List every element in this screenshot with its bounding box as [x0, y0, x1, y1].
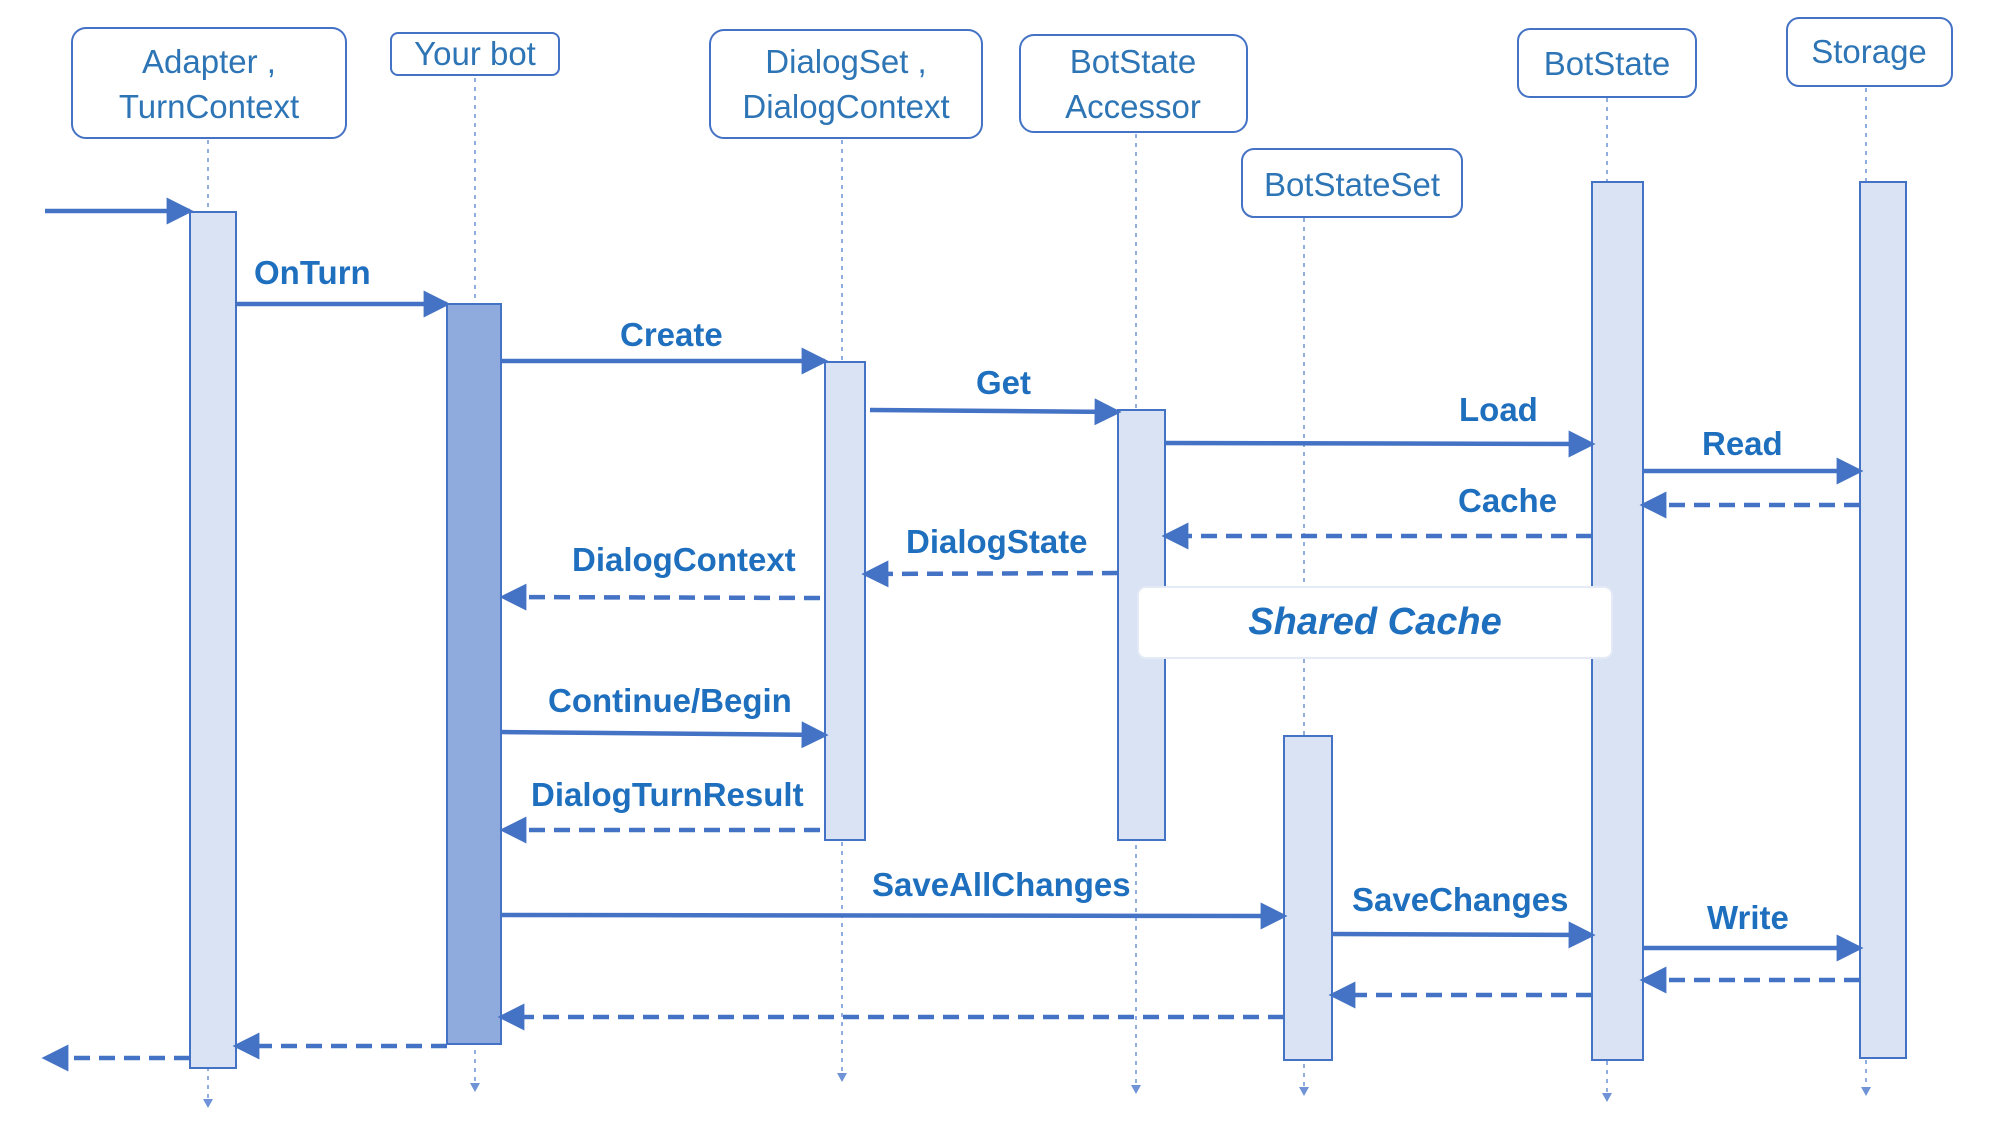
activation-adapter — [189, 211, 237, 1069]
activations — [189, 181, 1907, 1069]
message-savechanges-arrow — [1331, 921, 1596, 949]
message-continue-begin-label: Continue/Begin — [548, 682, 792, 719]
message-write-label: Write — [1707, 899, 1789, 936]
participant-botstate-line1: BotState — [1544, 45, 1671, 82]
participant-bot-line1: Your bot — [414, 35, 536, 72]
message-saveallchanges-arrow — [500, 902, 1288, 930]
message-onturn-label: OnTurn — [254, 254, 371, 291]
shared-cache-label: Shared Cache — [1248, 601, 1501, 643]
message-savechanges-label: SaveChanges — [1352, 881, 1568, 918]
participant-storage-line1: Storage — [1811, 33, 1927, 70]
activation-storage — [1859, 181, 1907, 1059]
participant-adapter: Adapter , TurnContext — [71, 27, 347, 139]
message-get-arrow — [869, 398, 1122, 426]
participant-accessor-line2: Accessor — [1065, 88, 1201, 125]
message-load-arrow — [1164, 430, 1596, 458]
message-load-label: Load — [1459, 391, 1538, 428]
message-cache-label: Cache — [1458, 482, 1557, 519]
message-dialogstate-arrow — [861, 560, 1119, 588]
shared-cache-note: Shared Cache — [1137, 586, 1613, 659]
participant-bot: Your bot — [390, 32, 560, 76]
message-saveallchanges-label: SaveAllChanges — [872, 866, 1131, 903]
participant-botstateset: BotStateSet — [1241, 148, 1463, 218]
message-dialogturnresult-label: DialogTurnResult — [531, 776, 804, 813]
message-dialogstate-label: DialogState — [906, 523, 1088, 560]
activation-dialogset — [824, 361, 866, 841]
participant-accessor-line1: BotState — [1070, 43, 1197, 80]
message-dialogcontext-arrow — [499, 583, 821, 611]
message-continue-begin-arrow — [500, 721, 829, 749]
participant-adapter-line2: TurnContext — [119, 88, 299, 125]
activation-bot — [446, 303, 502, 1045]
participant-dialogset-line2: DialogContext — [742, 88, 949, 125]
activation-botstateset — [1283, 735, 1333, 1061]
messages: OnTurn Create Get Load Read Cache Dialog… — [41, 197, 1864, 1072]
message-dialogcontext-label: DialogContext — [572, 541, 796, 578]
participant-botstate: BotState — [1517, 28, 1697, 98]
message-create-label: Create — [620, 316, 723, 353]
participant-botstateset-line1: BotStateSet — [1264, 166, 1440, 203]
participant-dialogset: DialogSet , DialogContext — [709, 29, 983, 139]
participant-storage: Storage — [1786, 17, 1953, 87]
message-get-label: Get — [976, 364, 1031, 401]
participant-accessor: BotState Accessor — [1019, 34, 1248, 133]
message-read-label: Read — [1702, 425, 1783, 462]
participant-dialogset-line1: DialogSet , — [765, 43, 926, 80]
participant-adapter-line1: Adapter , — [142, 43, 276, 80]
